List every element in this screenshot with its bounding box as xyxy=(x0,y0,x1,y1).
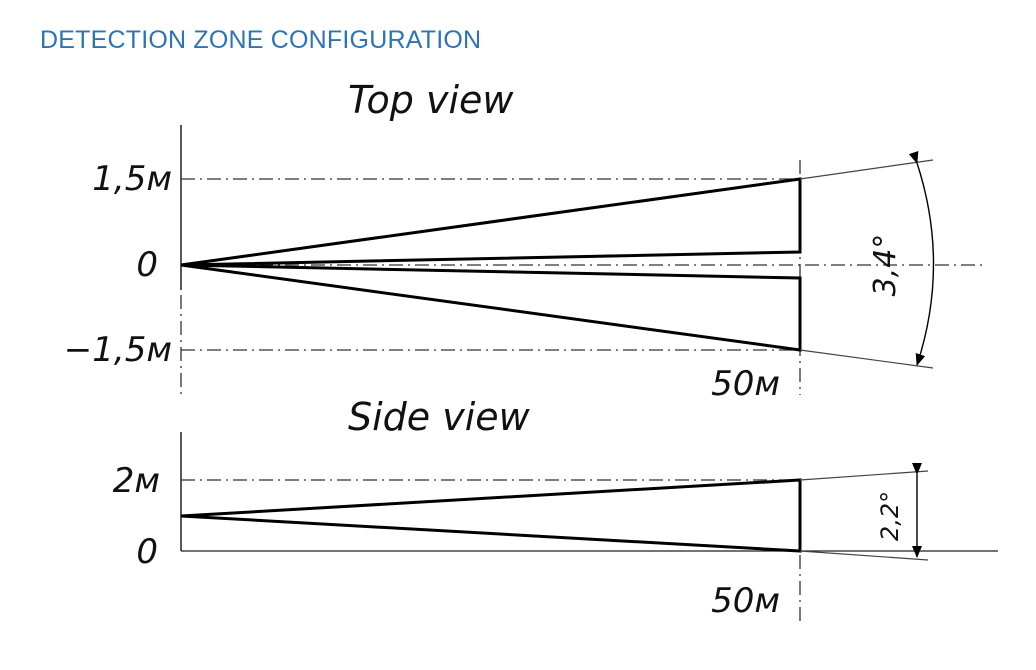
side-view-angle-extension-upper xyxy=(799,470,929,481)
side-view-angle-extension-lower xyxy=(799,550,929,561)
side-view-label-distance: 50м xyxy=(711,581,780,621)
top-view-angle-arc xyxy=(908,150,935,366)
side-view: Side view 2м 0 50м 2,2° xyxy=(113,395,998,625)
top-view-title: Top view xyxy=(348,78,514,122)
side-view-title: Side view xyxy=(348,395,531,439)
top-view-angle-label: 3,4° xyxy=(868,234,903,297)
side-view-angle-label: 2,2° xyxy=(876,491,904,541)
side-view-beam xyxy=(180,478,802,553)
top-view: Top view 1,5м 0 −1,5м 50м 3,4° xyxy=(64,78,985,404)
side-view-label-upper: 2м xyxy=(113,461,160,501)
top-view-lower-beam xyxy=(180,263,802,352)
top-view-label-zero: 0 xyxy=(136,245,158,285)
top-view-upper-beam xyxy=(180,177,802,267)
top-view-label-lower: −1,5м xyxy=(64,330,172,370)
top-view-angle-extension-lower xyxy=(799,349,934,369)
top-view-label-distance: 50м xyxy=(711,364,780,404)
top-view-label-upper: 1,5м xyxy=(92,159,172,199)
page-title: DETECTION ZONE CONFIGURATION xyxy=(40,26,482,54)
side-view-label-zero: 0 xyxy=(136,532,158,572)
top-view-angle-extension-upper xyxy=(799,159,934,180)
